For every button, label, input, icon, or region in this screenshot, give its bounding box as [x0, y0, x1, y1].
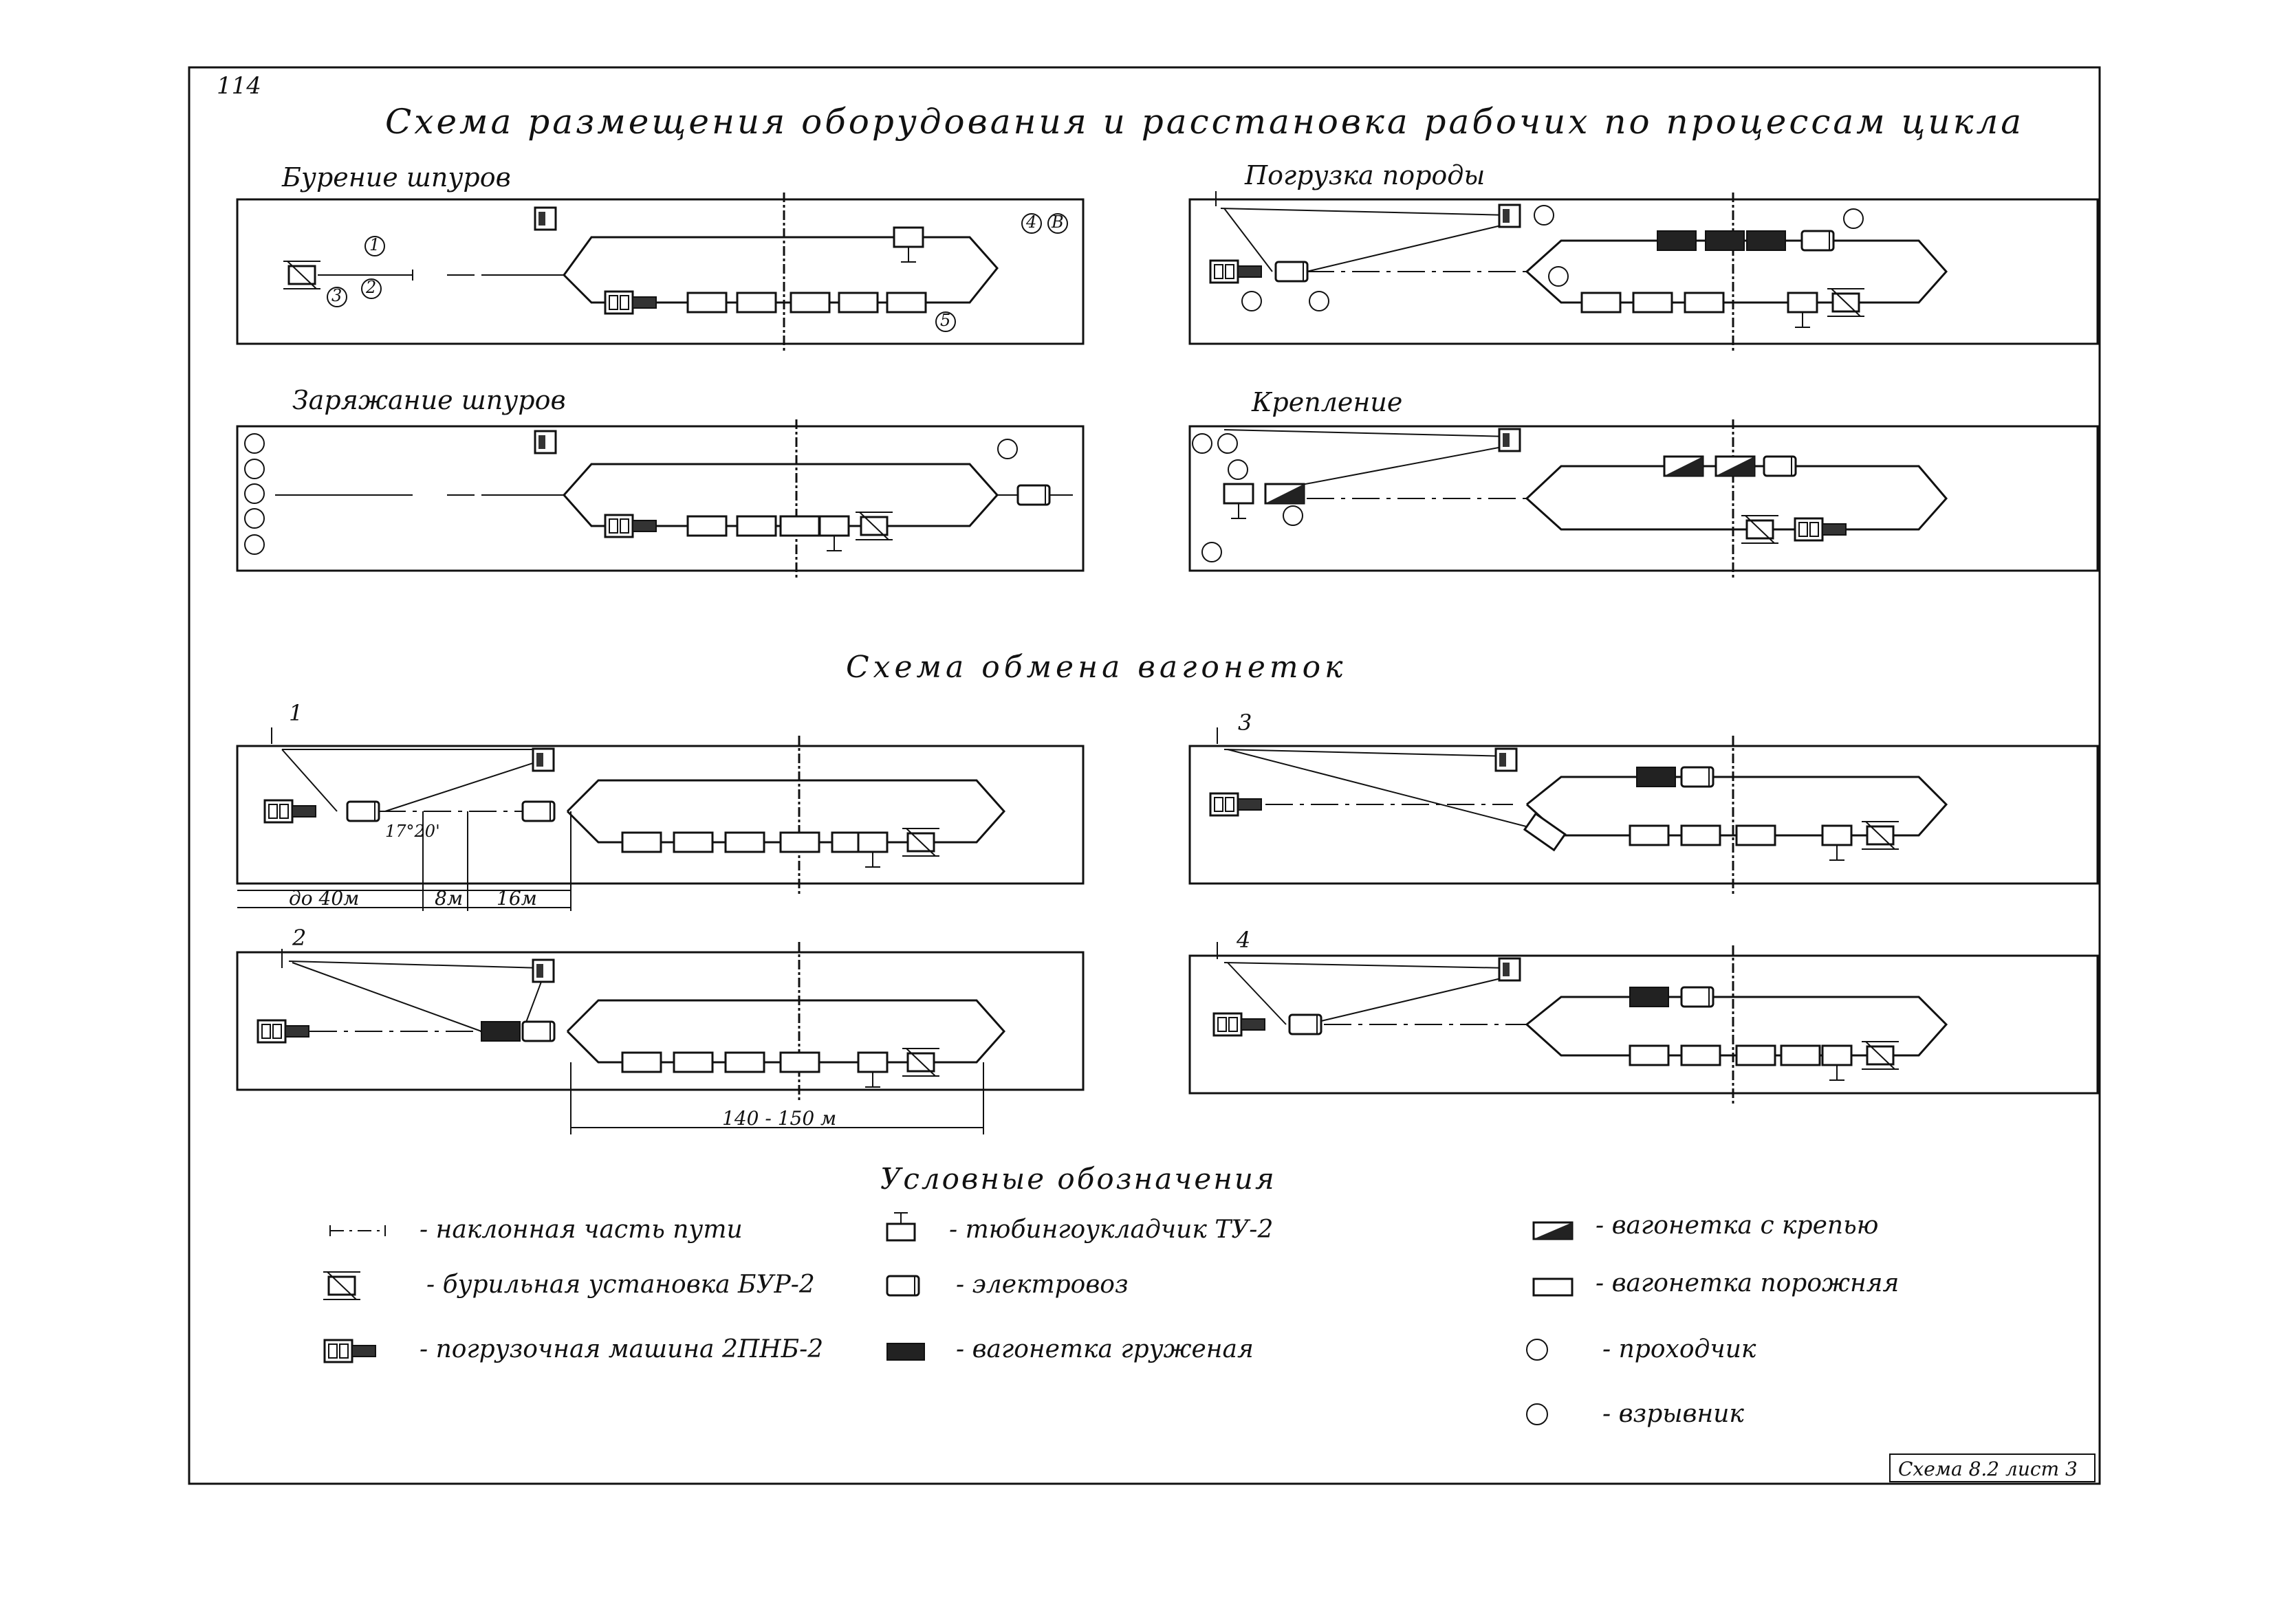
- exchange-title: Схема обмена вагонеток: [846, 650, 1347, 685]
- worker-label-1: 1: [369, 235, 380, 254]
- legend-worker: - проходчик: [1602, 1335, 1756, 1363]
- panel-charging: [236, 419, 1085, 578]
- panel-support: [1188, 419, 2099, 578]
- panel-loading: [1188, 191, 2099, 351]
- panel-title-support: Крепление: [1252, 387, 1403, 417]
- page-frame: [188, 66, 2101, 1485]
- worker-label-blaster: В: [1052, 212, 1064, 232]
- exchange-panel-2: [236, 942, 1085, 1134]
- legend-erector: - тюбингоукладчик ТУ-2: [949, 1216, 1274, 1244]
- legend-blaster: - взрывник: [1602, 1400, 1744, 1428]
- exchange-panel-4: [1188, 942, 2099, 1104]
- worker-label-5: 5: [940, 311, 951, 330]
- angle-label: 17°20': [385, 822, 440, 841]
- exchange-label-4: 4: [1237, 927, 1251, 953]
- panel-drilling: [236, 193, 1085, 351]
- exchange-label-1: 1: [289, 700, 303, 726]
- exchange-panel-3: [1188, 727, 2099, 894]
- drill-rig-icon: [282, 260, 322, 290]
- exchange-label-2: 2: [292, 925, 307, 951]
- exchange-label-3: 3: [1238, 710, 1252, 736]
- worker-label-3: 3: [331, 286, 342, 305]
- loader-icon: [604, 290, 657, 315]
- legend-incline: - наклонная часть пути: [420, 1216, 743, 1244]
- dimension-140m: 140 - 150 м: [722, 1107, 837, 1130]
- legend-loaded-car: - вагонетка груженая: [956, 1335, 1254, 1363]
- winch-icon: [534, 206, 557, 231]
- legend-empty-car: - вагонетка порожняя: [1596, 1269, 1900, 1297]
- worker-label-4: 4: [1026, 212, 1037, 232]
- legend-drill-rig: - бурильная установка БУР-2: [426, 1271, 815, 1299]
- legend-locomotive: - электровоз: [956, 1271, 1129, 1299]
- dimension-40m: до 40м: [289, 887, 360, 910]
- page-number: 114: [217, 72, 261, 100]
- legend-symbols: [322, 1212, 1574, 1425]
- dimension-16m: 16м: [497, 887, 537, 910]
- dimension-8m: 8м: [435, 887, 464, 910]
- worker-label-2: 2: [366, 278, 377, 297]
- stamp-frame: [1889, 1453, 2096, 1482]
- page-title: Схема размещения оборудования и расстано…: [385, 102, 2025, 142]
- panel-title-charging: Заряжание шпуров: [292, 385, 566, 415]
- sheet-stamp: Схема 8.2 лист 3: [1898, 1458, 2078, 1480]
- panel-title-loading: Погрузка породы: [1245, 160, 1485, 190]
- panel-title-drilling: Бурение шпуров: [282, 162, 511, 193]
- exchange-panel-1: [236, 727, 1085, 911]
- legend-lining-car: - вагонетка с крепью: [1596, 1211, 1879, 1240]
- legend-title: Условные обозначения: [880, 1162, 1276, 1196]
- legend-loader: - погрузочная машина 2ПНБ-2: [420, 1335, 824, 1363]
